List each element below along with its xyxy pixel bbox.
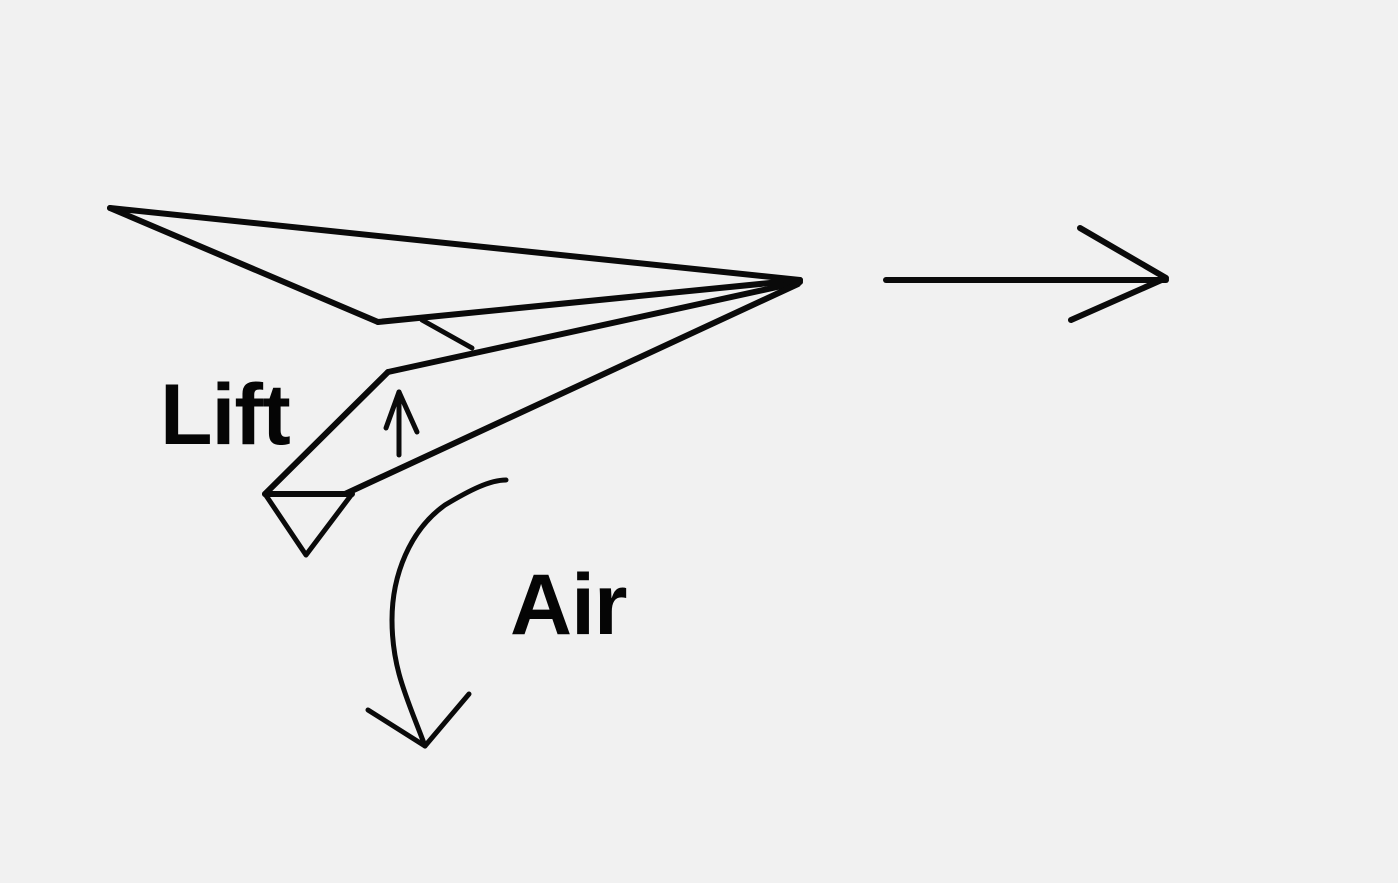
air-label: Air [510, 557, 627, 653]
direction-arrow-icon [883, 225, 1169, 323]
air-flow-arrow-icon [365, 477, 509, 749]
lift-label: Lift [160, 367, 291, 463]
paper-airplane-icon [107, 205, 803, 558]
lift-arrow-icon [383, 389, 420, 458]
